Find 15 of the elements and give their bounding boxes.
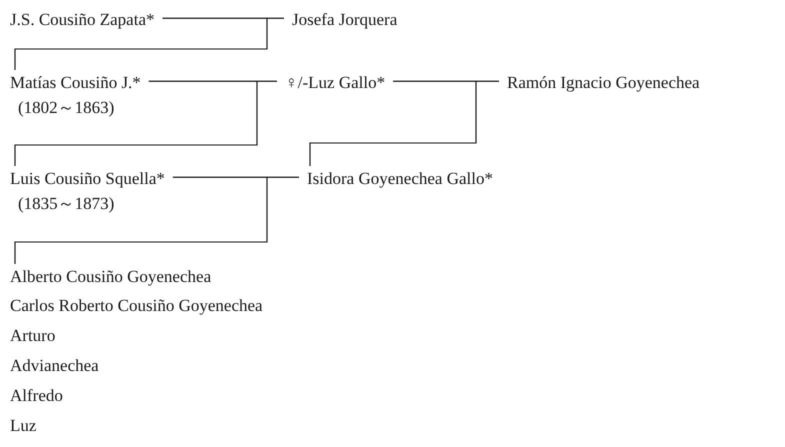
person-name: J.S. Cousiño Zapata*: [10, 9, 154, 31]
person-name: Isidora Goyenechea Gallo*: [307, 168, 493, 190]
person-name: Josefa Jorquera: [292, 9, 398, 31]
person-name: Alfredo: [10, 385, 63, 407]
life-dates: (1835～1873): [17, 193, 116, 215]
person-name: Ramón Ignacio Goyenechea: [507, 72, 700, 94]
person-name: Matías Cousiño J.*: [10, 72, 141, 94]
person-name: Carlos Roberto Cousiño Goyenechea: [10, 295, 263, 317]
person-name: Luis Cousiño Squella*: [10, 168, 165, 190]
person-name: Advianechea: [10, 355, 99, 377]
person-name: ♀/-Luz Gallo*: [285, 72, 386, 94]
life-dates: (1802～1863): [17, 97, 116, 119]
person-name: Luz: [10, 415, 36, 437]
person-name: Alberto Cousiño Goyenechea: [10, 266, 212, 288]
person-name: Arturo: [10, 325, 56, 347]
